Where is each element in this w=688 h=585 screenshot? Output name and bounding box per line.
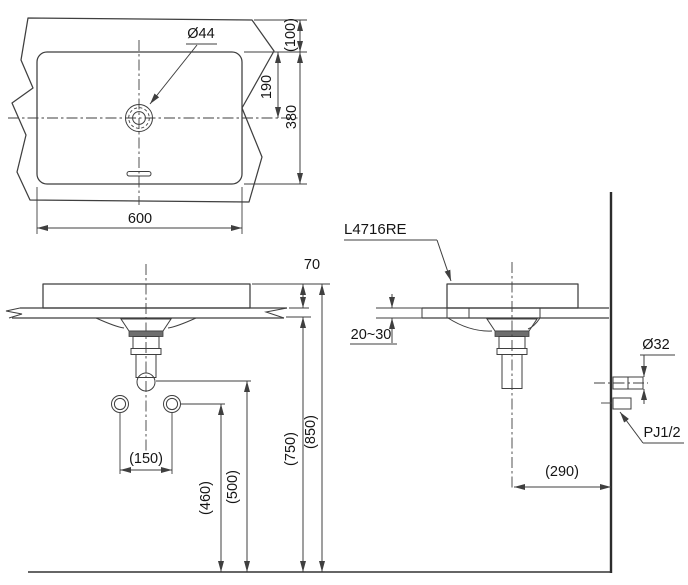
plan-view: Ø44 600 (100) 190 380 <box>8 17 307 234</box>
waste-pipe-stub <box>594 376 648 390</box>
drain-diameter-label: Ø44 <box>187 26 214 42</box>
supply-thread-callout: PJ1/2 <box>619 411 684 444</box>
model-label: L4716RE <box>344 221 407 238</box>
dim-drain-to-wall: (290) <box>514 464 611 490</box>
rim-height-label: (850) <box>303 415 319 449</box>
side-view: L4716RE 20 <box>344 192 684 573</box>
model-callout: L4716RE <box>344 221 452 282</box>
dim-rim-height: (850) <box>303 284 325 572</box>
supply-connection-stub <box>601 397 632 410</box>
dim-trap-outlet-height: (500) <box>156 380 251 572</box>
counter-break-left <box>5 307 23 319</box>
counter-side <box>421 307 609 319</box>
counter-underside-label: (750) <box>283 432 299 466</box>
dim-width-600: 600 <box>36 187 243 234</box>
dim-supply-height: (460) <box>181 403 225 572</box>
drain-assembly-side <box>447 317 541 389</box>
front-view: (150) (460) (500) 70 (750) (850) <box>5 257 330 572</box>
dim-rim-above-counter: 70 <box>252 257 330 318</box>
supply-thread-label: PJ1/2 <box>643 425 680 441</box>
basin-outline-side <box>446 283 579 309</box>
dim-counter-underside-height: (750) <box>283 317 306 572</box>
counter-break-right <box>264 307 288 319</box>
countertop-broken-outline <box>11 17 275 203</box>
supply-height-label: (460) <box>198 481 214 515</box>
drain-leader-arrow <box>149 44 198 105</box>
basin-outline-front <box>42 283 251 309</box>
dim-right-column: (100) 190 380 <box>244 18 307 185</box>
trap-elbow <box>136 372 156 392</box>
dim-drain-diameter: Ø44 <box>149 26 217 105</box>
dim-waste-pipe-diameter: Ø32 <box>640 337 675 404</box>
drain-to-wall-label: (290) <box>545 464 579 480</box>
counter-thickness-label: 20~30 <box>351 327 392 343</box>
dim-supply-spacing: (150) <box>119 413 173 474</box>
depth-label: 380 <box>284 105 300 129</box>
rim-above-counter-label: 70 <box>304 257 320 273</box>
supply-stub-left <box>111 395 129 413</box>
counter-edge-label: (100) <box>283 18 299 52</box>
drain-assembly-front <box>95 317 197 392</box>
drain-to-front-label: 190 <box>259 75 275 99</box>
dim-counter-thickness: 20~30 <box>350 294 422 345</box>
supply-stub-right <box>163 395 181 413</box>
width-label: 600 <box>128 211 152 227</box>
supply-leader-arrow <box>619 411 644 444</box>
trap-outlet-height-label: (500) <box>225 470 241 504</box>
waste-pipe-diameter-label: Ø32 <box>642 337 669 353</box>
model-leader-arrow <box>436 239 452 282</box>
supply-spacing-label: (150) <box>129 451 163 467</box>
drain-hole <box>125 104 153 132</box>
